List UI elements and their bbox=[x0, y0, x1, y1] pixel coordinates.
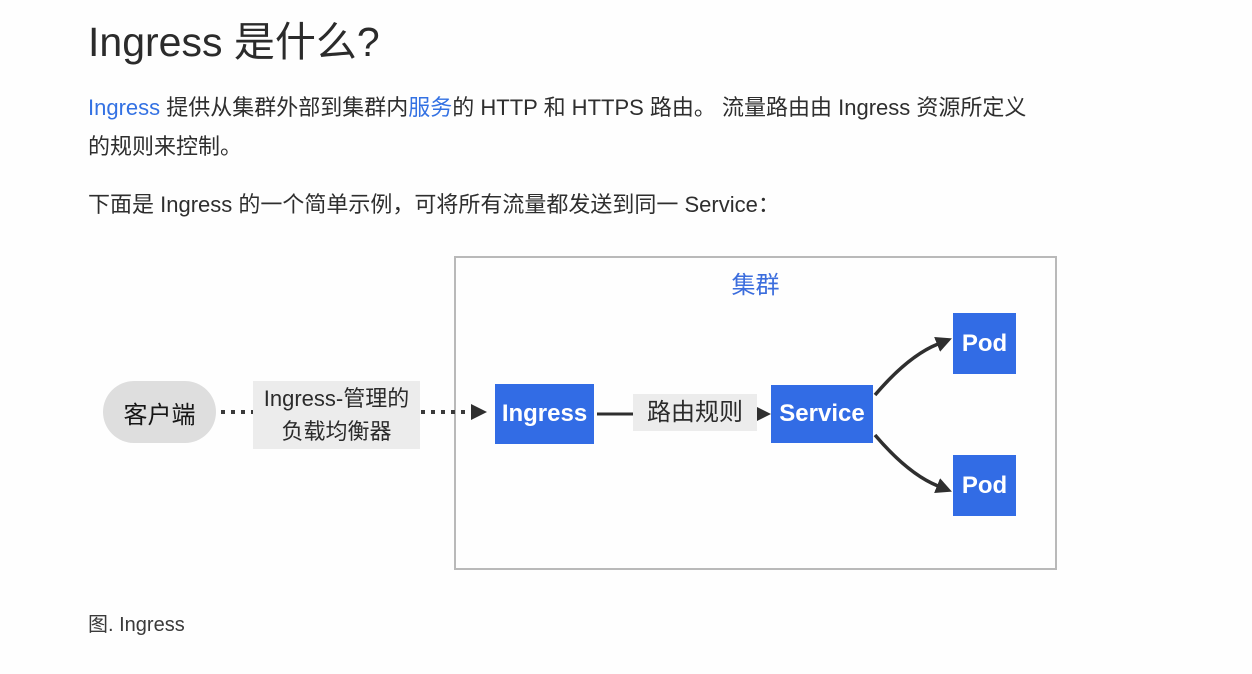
lb-label-line2: 负载均衡器 bbox=[281, 419, 392, 444]
intro-text-1: 提供从集群外部到集群内 bbox=[160, 95, 409, 120]
client-node: 客户端 bbox=[103, 381, 216, 443]
lb-label-line1: Ingress-管理的 bbox=[263, 386, 410, 411]
pod-node-2: Pod bbox=[953, 455, 1016, 516]
ingress-node: Ingress bbox=[495, 384, 594, 444]
service-link[interactable]: 服务 bbox=[408, 95, 453, 120]
intro-text-2: 的 HTTP 和 HTTPS 路由。 流量路由由 Ingress 资源所定义的规… bbox=[88, 95, 1027, 159]
intro-paragraph: Ingress 提供从集群外部到集群内服务的 HTTP 和 HTTPS 路由。 … bbox=[88, 88, 1028, 166]
pod-node-1: Pod bbox=[953, 313, 1016, 374]
ingress-link[interactable]: Ingress bbox=[88, 95, 161, 120]
route-rule-label: 路由规则 bbox=[633, 394, 757, 431]
page-title: Ingress 是什么? bbox=[88, 19, 380, 65]
example-paragraph: 下面是 Ingress 的一个简单示例，可将所有流量都发送到同一 Service… bbox=[88, 192, 780, 217]
figure-caption: 图. Ingress bbox=[88, 614, 185, 636]
service-node: Service bbox=[771, 385, 873, 443]
cluster-label: 集群 bbox=[731, 272, 780, 299]
lb-label: Ingress-管理的 负载均衡器 bbox=[253, 381, 420, 449]
